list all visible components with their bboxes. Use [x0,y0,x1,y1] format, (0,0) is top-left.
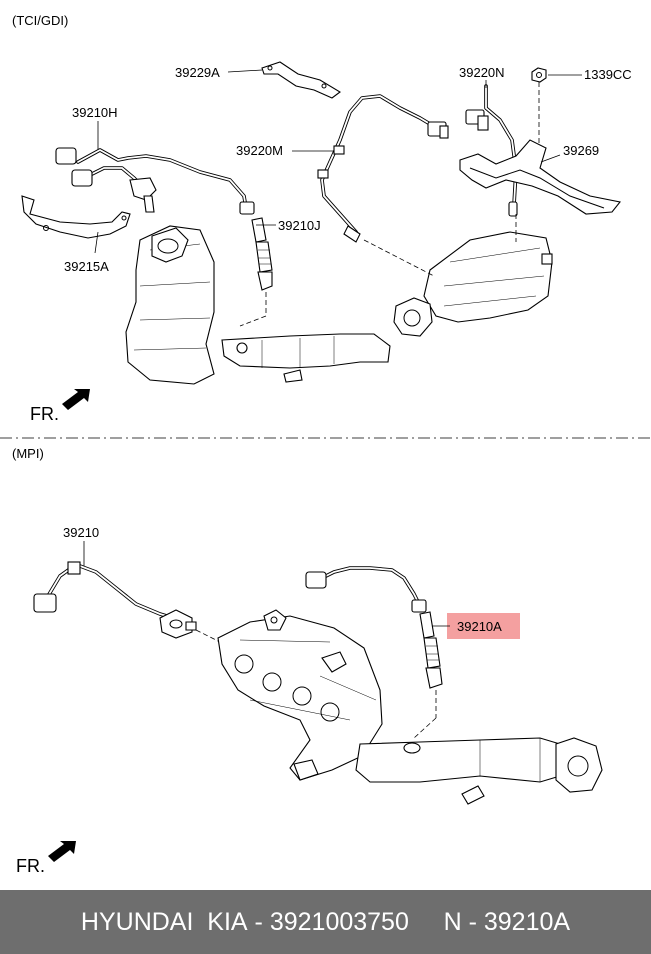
parts-diagram: (TCI/GDI) (MPI) 39229A 39220N 1339CC 392… [0,13,651,876]
callout-39210a[interactable]: 39210A [457,619,502,634]
sensor-39210a[interactable] [305,566,443,689]
callout-39269[interactable]: 39269 [563,143,599,158]
callout-39210a-highlight [447,613,520,639]
nut-1339cc[interactable] [531,67,547,83]
sensor-39220n[interactable] [465,84,518,217]
front-arrow-icon [48,841,76,862]
footer-separator: - [247,907,270,936]
footer-separator-ref: N - [408,907,484,936]
exhaust-pipe [355,737,603,805]
footer-ref: 39210A [483,907,571,936]
section-title-tci-gdi: (TCI/GDI) [12,13,68,28]
callout-39210[interactable]: 39210 [63,525,99,540]
part-number-footer: HYUNDAI KIA - 3921003750 N - 39210A [0,890,651,954]
callout-39220m[interactable]: 39220M [236,143,283,158]
sensor-39210j[interactable] [239,201,273,291]
callout-39210h[interactable]: 39210H [72,105,118,120]
catalytic-converter-left [125,225,391,385]
front-label-bottom: FR. [16,856,45,876]
bracket-39269[interactable] [459,139,621,215]
exhaust-manifold [217,609,383,781]
callout-1339cc[interactable]: 1339CC [584,67,632,82]
callout-39220n[interactable]: 39220N [459,65,505,80]
callout-39215a[interactable]: 39215A [64,259,109,274]
callout-39229a[interactable]: 39229A [175,65,220,80]
catalytic-converter-right [393,231,553,337]
front-arrow-icon [62,389,90,410]
sensor-39210h[interactable] [55,147,248,213]
sensor-39220m[interactable] [317,94,449,243]
callout-39210j[interactable]: 39210J [278,218,321,233]
footer-part-number: 3921003750 [269,907,409,936]
front-label-top: FR. [30,404,59,424]
bracket-39229a[interactable] [261,61,341,99]
footer-brand: HYUNDAI KIA [80,907,248,936]
bracket-39215a[interactable] [21,195,131,239]
section-title-mpi: (MPI) [12,446,44,461]
sensor-39210[interactable] [33,561,197,639]
